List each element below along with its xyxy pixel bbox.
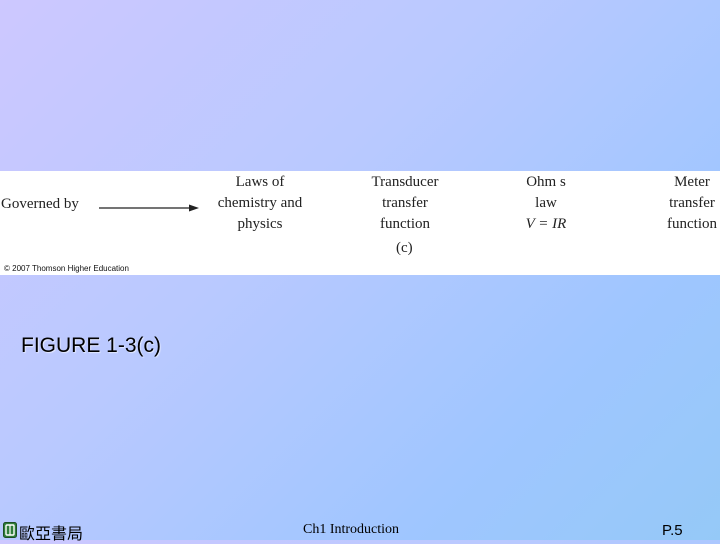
figure-image: Governed by Laws of chemistry and physic… (0, 171, 720, 275)
meter-line-2: transfer (669, 195, 715, 211)
ohm-line-1: Ohm s (526, 174, 566, 190)
sub-caption: (c) (396, 240, 413, 256)
transducer-line-2: transfer (382, 195, 428, 211)
meter-column: Meter transfer function (652, 172, 720, 235)
transducer-line-3: function (380, 216, 430, 232)
page-number: P.5 (662, 522, 683, 539)
laws-column: Laws of chemistry and physics (204, 172, 316, 235)
governed-by-label: Governed by (1, 196, 79, 212)
transducer-line-1: Transducer (371, 174, 439, 190)
publisher-logo-icon (3, 522, 17, 538)
meter-line-3: function (667, 216, 717, 232)
copyright-text: © 2007 Thomson Higher Education (4, 264, 129, 273)
figure-title: FIGURE 1-3(c) (21, 334, 162, 357)
laws-line-2: chemistry and (217, 195, 303, 211)
ohm-line-2: law (535, 195, 557, 211)
publisher-name: 歐亞書局 (19, 526, 84, 543)
meter-line-1: Meter (674, 174, 710, 190)
arrow-right-icon (99, 204, 199, 212)
ohm-column: Ohm s law V = IR (508, 172, 584, 235)
chapter-label: Ch1 Introduction (303, 522, 400, 537)
laws-line-1: Laws of (235, 174, 285, 190)
transducer-column: Transducer transfer function (358, 172, 452, 235)
ohm-equation: V = IR (525, 216, 567, 232)
laws-line-3: physics (237, 216, 283, 232)
